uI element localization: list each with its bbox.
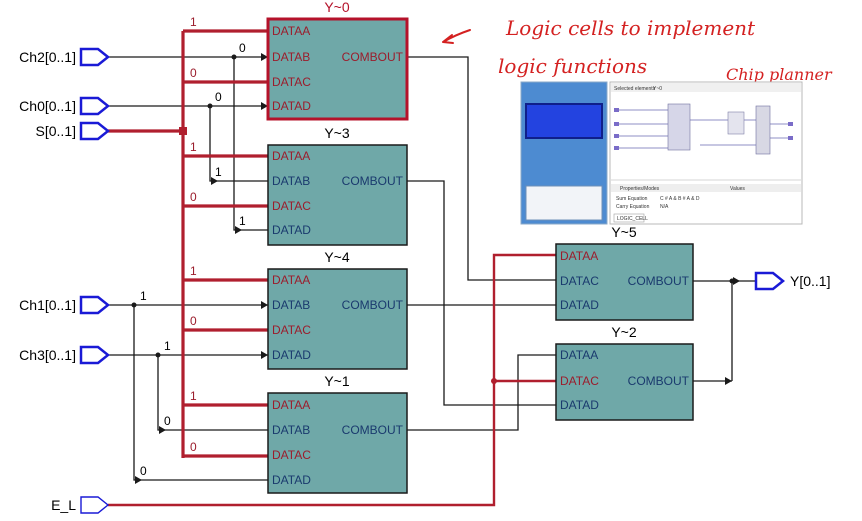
bit-y0-b: 0 [239, 41, 246, 55]
chip-col-props: Properties/Modes [620, 186, 660, 192]
chip-planner-thumbnail: Selected elements Y~0 Properties/Modes [520, 81, 803, 225]
input-pin-ch1[interactable]: Ch1[0..1] [19, 295, 111, 315]
annotation-chip-planner: Chip planner [726, 65, 833, 84]
cell-title: Y~5 [611, 224, 637, 240]
port-combout: COMBOUT [628, 274, 690, 288]
bit-y4-b: 1 [140, 289, 147, 303]
port-datac: DATAC [272, 323, 311, 337]
chip-header: Selected elements [614, 86, 656, 92]
input-pin-s[interactable]: S[0..1] [36, 121, 111, 141]
port-dataa: DATAA [272, 24, 310, 38]
bit-y1-c: 0 [190, 440, 197, 454]
input-pin-icon [79, 345, 111, 365]
handwritten-annotation: Logic cells to implement logic functions… [442, 16, 833, 84]
port-datad: DATAD [272, 473, 311, 487]
bit-y0-a: 1 [190, 15, 197, 29]
cell-title: Y~2 [611, 324, 637, 340]
port-datad: DATAD [272, 99, 311, 113]
bit-y4-c: 0 [190, 314, 197, 328]
chip-row-sum-label: Sum Equation [616, 196, 648, 202]
logic-cell-y0[interactable]: Y~0 DATAA DATAB DATAC DATAD COMBOUT [266, 0, 409, 121]
cell-title: Y~1 [324, 373, 350, 389]
input-pin-icon [80, 496, 110, 514]
logic-cell-y1[interactable]: Y~1 DATAA DATAB DATAC DATAD COMBOUT [267, 373, 408, 494]
bit-y1-d: 0 [140, 464, 147, 478]
port-dataa: DATAA [272, 149, 310, 163]
port-datab: DATAB [272, 298, 310, 312]
bit-y0-c: 0 [190, 66, 197, 80]
input-pin-ch2[interactable]: Ch2[0..1] [19, 47, 111, 67]
annotation-line2: logic functions [498, 54, 647, 78]
cell-title: Y~3 [324, 125, 350, 141]
annotation-line1: Logic cells to implement [505, 16, 756, 40]
port-datad: DATAD [272, 223, 311, 237]
input-arrowheads [135, 53, 740, 484]
port-combout: COMBOUT [342, 50, 404, 64]
bit-y4-a: 1 [190, 264, 197, 278]
pin-label: S[0..1] [36, 123, 76, 139]
bit-y3-d: 1 [239, 214, 246, 228]
input-pin-icon [79, 121, 111, 141]
select-bus [108, 29, 268, 458]
logic-cell-y4[interactable]: Y~4 DATAA DATAB DATAC DATAD COMBOUT [267, 249, 408, 370]
cell-title: Y~0 [324, 0, 350, 15]
bit-y0-d: 0 [215, 90, 222, 104]
arrow-icon [442, 29, 471, 44]
chip-header-value: Y~0 [653, 86, 662, 92]
port-combout: COMBOUT [628, 374, 690, 388]
input-pin-icon [79, 47, 111, 67]
output-pin-y[interactable]: Y[0..1] [754, 271, 830, 291]
port-datac: DATAC [560, 274, 599, 288]
bit-y1-b: 0 [164, 414, 171, 428]
port-dataa: DATAA [272, 398, 310, 412]
port-datab: DATAB [272, 423, 310, 437]
pin-label: Ch2[0..1] [19, 49, 76, 65]
bit-y1-a: 1 [190, 389, 197, 403]
port-dataa: DATAA [560, 249, 598, 263]
enable-junction [491, 378, 497, 384]
port-combout: COMBOUT [342, 298, 404, 312]
pin-label: Y[0..1] [790, 273, 830, 289]
input-pin-ch0[interactable]: Ch0[0..1] [19, 96, 111, 116]
logic-cell-y3[interactable]: Y~3 DATAA DATAB DATAC DATAD COMBOUT [267, 125, 408, 246]
bit-y3-b: 1 [215, 165, 222, 179]
chip-row-carry-value: N/A [660, 204, 669, 210]
port-dataa: DATAA [560, 348, 598, 362]
chip-tab: LOGIC_CELL [617, 216, 648, 222]
port-datac: DATAC [272, 75, 311, 89]
port-datad: DATAD [272, 348, 311, 362]
chip-col-values: Values [730, 186, 745, 192]
port-combout: COMBOUT [342, 174, 404, 188]
port-datac: DATAC [272, 448, 311, 462]
cell-title: Y~4 [324, 249, 350, 265]
input-pin-icon [79, 96, 111, 116]
port-datac: DATAC [560, 374, 599, 388]
bit-labels: 1 0 0 0 1 1 0 1 1 1 0 1 1 0 0 0 [140, 15, 246, 478]
output-pin-icon [754, 271, 786, 291]
pin-label: Ch3[0..1] [19, 347, 76, 363]
port-datad: DATAD [560, 398, 599, 412]
input-pin-ch3[interactable]: Ch3[0..1] [19, 345, 111, 365]
bit-y4-d: 1 [164, 339, 171, 353]
port-dataa: DATAA [272, 273, 310, 287]
port-datab: DATAB [272, 174, 310, 188]
pin-label: E_L [51, 497, 76, 513]
port-combout: COMBOUT [342, 423, 404, 437]
logic-cell-y5[interactable]: Y~5 DATAA DATAC DATAD COMBOUT [555, 224, 694, 321]
logic-cell-y2[interactable]: Y~2 DATAA DATAC DATAD COMBOUT [555, 324, 694, 421]
port-datab: DATAB [272, 50, 310, 64]
port-datad: DATAD [560, 298, 599, 312]
input-pin-el[interactable]: E_L [51, 496, 110, 514]
pin-label: Ch1[0..1] [19, 297, 76, 313]
input-pin-icon [79, 295, 111, 315]
chip-row-sum-value: C # A & B # A & D [660, 196, 700, 202]
port-datac: DATAC [272, 199, 311, 213]
chip-row-carry-label: Carry Equation [616, 204, 650, 210]
bit-y3-c: 0 [190, 190, 197, 204]
bit-y3-a: 1 [190, 140, 197, 154]
bus-junction [179, 127, 187, 135]
pin-label: Ch0[0..1] [19, 98, 76, 114]
